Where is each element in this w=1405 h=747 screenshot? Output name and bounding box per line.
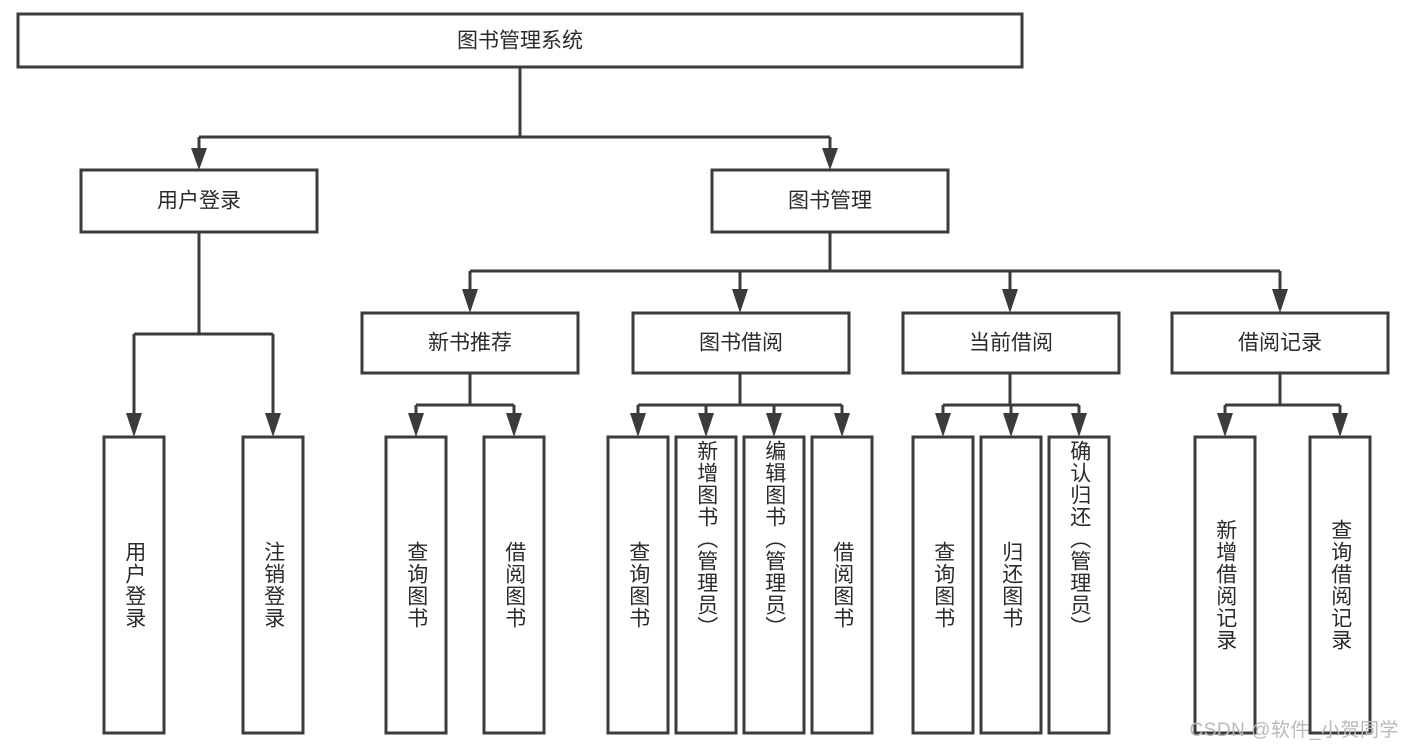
node-new-book-recommend[interactable]: 新书推荐 — [360, 311, 580, 375]
arrow-leaf-query-book-recommend — [408, 413, 424, 437]
arrow-leaf-logout-login — [265, 413, 281, 437]
node-book-management[interactable]: 图书管理 — [710, 168, 950, 234]
leaf-box-borrow-book[interactable] — [810, 435, 874, 735]
leaf-box-confirm-return-admin[interactable] — [1047, 435, 1111, 735]
leaf-box-add-book-admin[interactable] — [674, 435, 738, 735]
node-root[interactable]: 图书管理系统 — [16, 12, 1024, 69]
connector-group-root-to-level2 — [191, 67, 838, 170]
csdn-watermark: CSDN @软件_小贺同学 — [1189, 720, 1399, 741]
arrow-leaf-borrow-book — [834, 413, 850, 437]
connector-group-new-book-recommend-to-leaves — [408, 373, 522, 437]
connector-group-user-login-to-leaves — [126, 232, 281, 437]
leaf-box-query-borrow-record[interactable] — [1308, 435, 1372, 735]
arrow-to-new-book-recommend — [462, 289, 478, 313]
node-borrow-record[interactable]: 借阅记录 — [1170, 311, 1390, 375]
arrow-leaf-query-book-borrow — [630, 413, 646, 437]
node-book-borrow-label: 图书借阅 — [699, 332, 783, 355]
leaf-boxes — [102, 435, 1372, 735]
node-current-borrow-box[interactable] — [901, 311, 1121, 375]
node-book-management-label: 图书管理 — [788, 190, 872, 213]
arrow-leaf-query-borrow-record — [1332, 413, 1348, 437]
node-root-box[interactable] — [16, 12, 1024, 69]
leaf-box-query-book-borrow[interactable] — [606, 435, 670, 735]
leaf-box-query-book-recommend[interactable] — [384, 435, 448, 735]
leaf-box-user-login[interactable] — [102, 435, 166, 735]
node-new-book-recommend-box[interactable] — [360, 311, 580, 375]
arrow-leaf-add-borrow-record — [1217, 413, 1233, 437]
node-user-login-box[interactable] — [79, 168, 319, 234]
leaf-box-logout-login[interactable] — [241, 435, 305, 735]
node-user-login[interactable]: 用户登录 — [79, 168, 319, 234]
node-book-borrow-box[interactable] — [631, 311, 851, 375]
node-root-label: 图书管理系统 — [457, 30, 583, 53]
arrow-to-current-borrow — [1002, 289, 1018, 313]
arrow-leaf-confirm-return-admin — [1071, 413, 1087, 437]
node-current-borrow[interactable]: 当前借阅 — [901, 311, 1121, 375]
connector-group-book-borrow-to-leaves — [630, 373, 850, 437]
node-current-borrow-label: 当前借阅 — [969, 332, 1053, 355]
arrow-leaf-return-book — [1003, 413, 1019, 437]
leaf-box-add-borrow-record[interactable] — [1193, 435, 1257, 735]
node-book-management-box[interactable] — [710, 168, 950, 234]
arrow-to-book-borrow — [732, 289, 748, 313]
arrow-to-user-login — [191, 148, 207, 170]
leaf-box-query-book-current[interactable] — [911, 435, 975, 735]
connector-group-book-management-to-level3 — [462, 232, 1288, 313]
node-new-book-recommend-label: 新书推荐 — [428, 332, 512, 355]
arrow-leaf-edit-book-admin — [766, 413, 782, 437]
arrow-leaf-borrow-book-recommend — [506, 413, 522, 437]
connector-group-current-borrow-to-leaves — [935, 373, 1087, 437]
node-user-login-label: 用户登录 — [157, 190, 241, 213]
leaf-box-return-book[interactable] — [979, 435, 1043, 735]
leaf-box-borrow-book-recommend[interactable] — [482, 435, 546, 735]
arrow-to-book-management — [822, 148, 838, 170]
connector-group-borrow-record-to-leaves — [1217, 373, 1348, 437]
arrow-to-borrow-record — [1272, 289, 1288, 313]
leaf-box-edit-book-admin[interactable] — [742, 435, 806, 735]
arrow-leaf-add-book-admin — [698, 413, 714, 437]
node-borrow-record-label: 借阅记录 — [1238, 332, 1322, 355]
arrow-leaf-user-login — [126, 413, 142, 437]
arrow-leaf-query-book-current — [935, 413, 951, 437]
node-book-borrow[interactable]: 图书借阅 — [631, 311, 851, 375]
node-borrow-record-box[interactable] — [1170, 311, 1390, 375]
